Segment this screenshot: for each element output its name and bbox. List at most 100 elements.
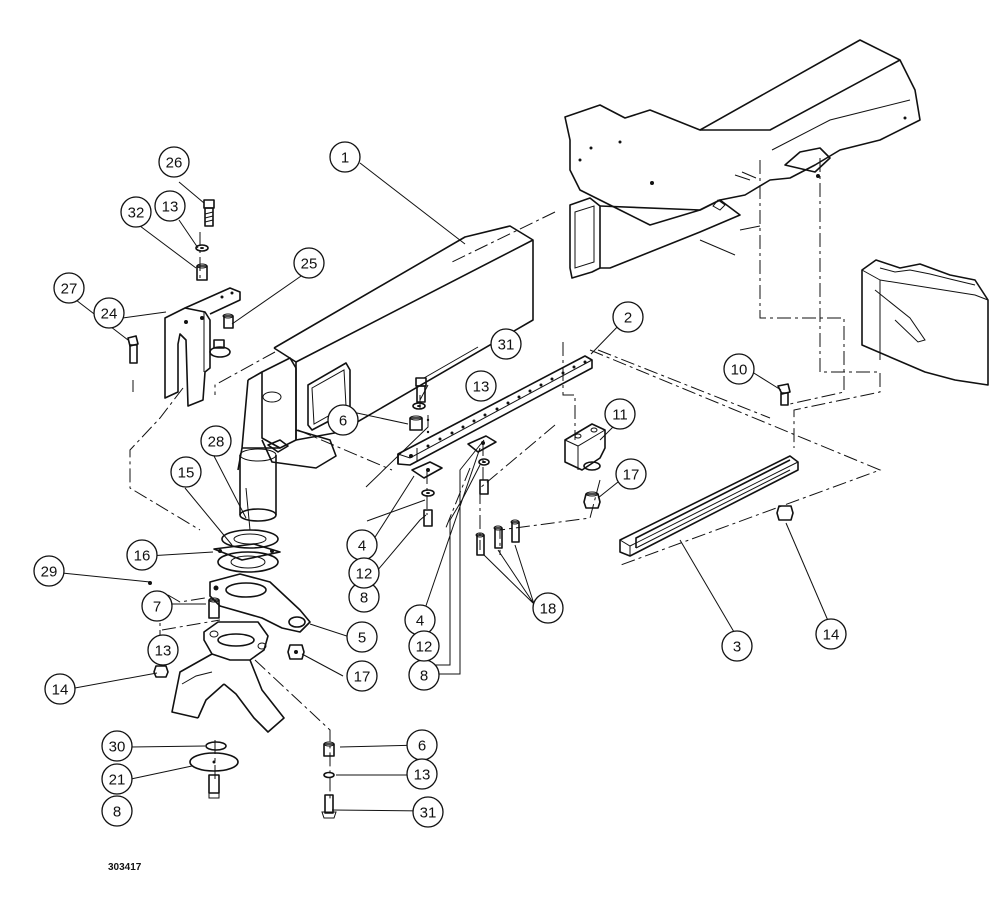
callout-c12a: 12 bbox=[348, 557, 380, 589]
callout-circle bbox=[126, 539, 158, 571]
callout-circle bbox=[101, 730, 133, 762]
callout-number: 25 bbox=[301, 256, 318, 273]
callout-c6b: 6 bbox=[406, 729, 438, 761]
callout-circle bbox=[158, 146, 190, 178]
callout-circle bbox=[141, 590, 173, 622]
callout-number: 4 bbox=[416, 613, 424, 630]
callout-c14b: 14 bbox=[44, 673, 76, 705]
callout-c2: 2 bbox=[612, 301, 644, 333]
drawing-number: 303417 bbox=[108, 862, 142, 873]
callout-circle bbox=[53, 272, 85, 304]
callout-number: 6 bbox=[418, 738, 426, 755]
callout-circle bbox=[346, 660, 378, 692]
steering-arm-part bbox=[209, 573, 311, 633]
callout-number: 6 bbox=[339, 413, 347, 430]
callout-c27: 27 bbox=[53, 272, 85, 304]
lower-right-hardware bbox=[321, 741, 337, 819]
lower-washers-and-bolt bbox=[189, 741, 239, 799]
callout-circle bbox=[406, 758, 438, 790]
callout-number: 5 bbox=[358, 630, 366, 647]
callout-bubbles: 1234456678881011121213131313141415161717… bbox=[33, 141, 847, 828]
callout-number: 13 bbox=[162, 199, 179, 216]
callout-c3: 3 bbox=[721, 630, 753, 662]
callout-c24: 24 bbox=[93, 297, 125, 329]
mounting-plate-part bbox=[397, 355, 593, 466]
callout-circle bbox=[532, 592, 564, 624]
callout-circle bbox=[200, 425, 232, 457]
callout-c15: 15 bbox=[170, 456, 202, 488]
assembly-centerlines bbox=[129, 158, 882, 800]
bushing-part bbox=[208, 597, 220, 619]
callout-circle bbox=[327, 404, 359, 436]
callout-number: 13 bbox=[414, 767, 431, 784]
washer-stack bbox=[213, 529, 281, 573]
callout-c14a: 14 bbox=[815, 618, 847, 650]
callout-number: 8 bbox=[113, 804, 121, 821]
callout-number: 8 bbox=[360, 590, 368, 607]
callout-number: 14 bbox=[823, 627, 840, 644]
callout-c26: 26 bbox=[158, 146, 190, 178]
callout-number: 17 bbox=[623, 467, 640, 484]
callout-circle bbox=[101, 763, 133, 795]
callout-circle bbox=[346, 621, 378, 653]
callout-c13b: 13 bbox=[465, 370, 497, 402]
callout-number: 29 bbox=[41, 564, 58, 581]
callout-number: 16 bbox=[134, 548, 151, 565]
callout-c13d: 13 bbox=[406, 758, 438, 790]
callout-c17b: 17 bbox=[346, 660, 378, 692]
callout-number: 13 bbox=[155, 643, 172, 660]
callout-c5: 5 bbox=[346, 621, 378, 653]
callout-c10: 10 bbox=[723, 353, 755, 385]
callout-number: 13 bbox=[473, 379, 490, 396]
callout-c8c: 8 bbox=[101, 795, 133, 827]
callout-circle bbox=[154, 190, 186, 222]
callout-number: 26 bbox=[166, 155, 183, 172]
callout-circle bbox=[412, 796, 444, 828]
callout-c1: 1 bbox=[329, 141, 361, 173]
bolts-18 bbox=[475, 519, 520, 556]
tractor-frame-part bbox=[564, 39, 921, 279]
callout-c31a: 31 bbox=[490, 328, 522, 360]
callout-number: 7 bbox=[153, 599, 161, 616]
callout-circle bbox=[170, 456, 202, 488]
callout-c28: 28 bbox=[200, 425, 232, 457]
callout-circle bbox=[604, 398, 636, 430]
callout-number: 18 bbox=[540, 601, 557, 618]
callout-circle bbox=[120, 196, 152, 228]
callout-circle bbox=[408, 630, 440, 662]
callout-c29: 29 bbox=[33, 555, 65, 587]
callout-number: 12 bbox=[416, 639, 433, 656]
callout-c21: 21 bbox=[101, 763, 133, 795]
spindle-housing-part bbox=[237, 357, 337, 522]
callout-c32: 32 bbox=[120, 196, 152, 228]
stop-bracket-part bbox=[164, 287, 241, 407]
callout-c6a: 6 bbox=[327, 404, 359, 436]
callout-number: 10 bbox=[731, 362, 748, 379]
callout-circle bbox=[723, 353, 755, 385]
channel-rail-part bbox=[619, 455, 799, 557]
callout-circle bbox=[612, 301, 644, 333]
callout-circle bbox=[293, 247, 325, 279]
callout-c18: 18 bbox=[532, 592, 564, 624]
callout-circle bbox=[329, 141, 361, 173]
callout-number: 31 bbox=[498, 337, 515, 354]
callout-number: 24 bbox=[101, 306, 118, 323]
callout-number: 8 bbox=[420, 668, 428, 685]
callout-number: 32 bbox=[128, 205, 145, 222]
callout-circle bbox=[815, 618, 847, 650]
callout-circle bbox=[348, 557, 380, 589]
callout-number: 21 bbox=[109, 772, 126, 789]
callout-number: 12 bbox=[356, 566, 373, 583]
callout-c16: 16 bbox=[126, 539, 158, 571]
callout-number: 11 bbox=[612, 407, 628, 424]
callout-number: 14 bbox=[52, 682, 69, 699]
callout-number: 4 bbox=[358, 538, 366, 555]
callout-number: 1 bbox=[341, 150, 349, 167]
callout-c4a: 4 bbox=[346, 529, 378, 561]
lower-spindle-part bbox=[171, 621, 285, 733]
callout-c8b: 8 bbox=[408, 659, 440, 691]
plate-hardware bbox=[409, 377, 490, 527]
callout-number: 30 bbox=[109, 739, 126, 756]
callout-number: 27 bbox=[61, 281, 78, 298]
